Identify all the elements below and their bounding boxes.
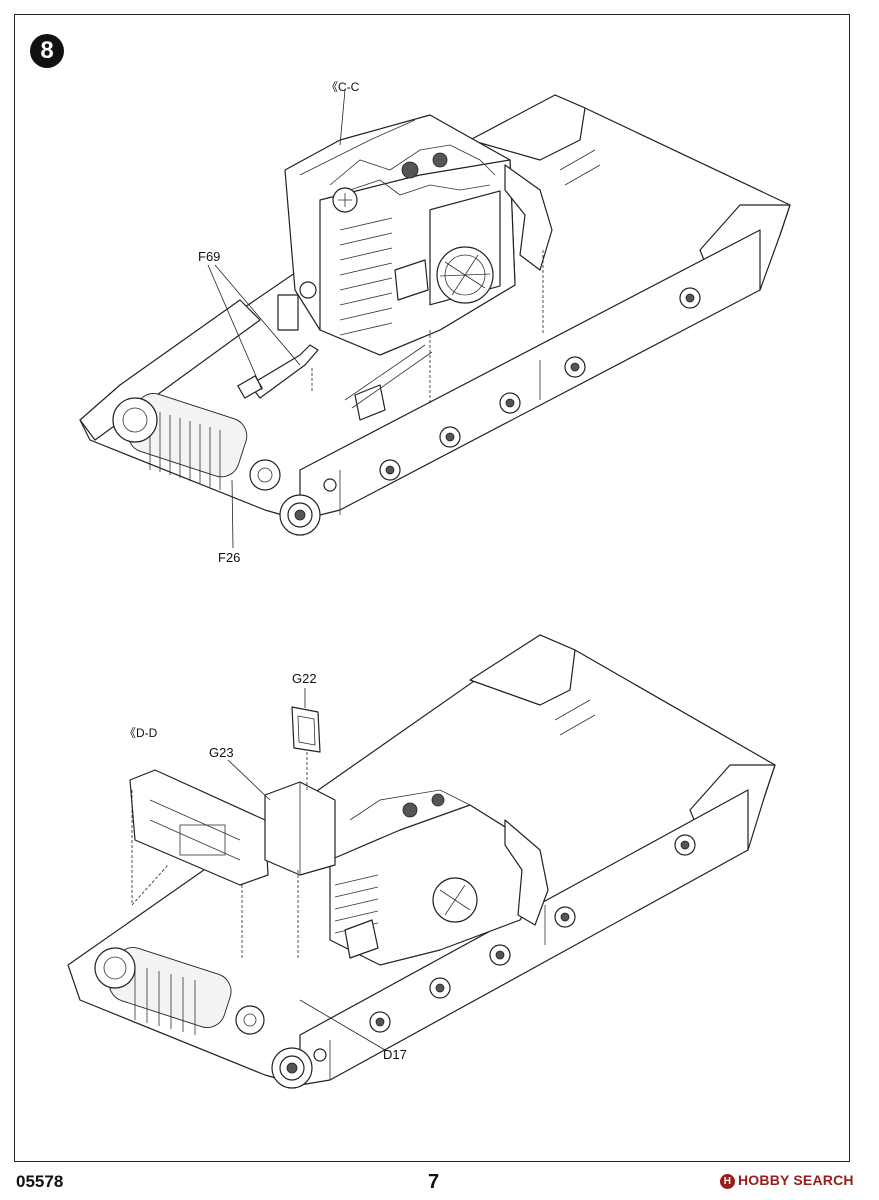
part-label-g22: G22	[292, 671, 317, 686]
part-label-g23: G23	[209, 745, 234, 760]
bottom-hull-assembly	[67, 634, 776, 1089]
part-label-f26: F26	[218, 550, 241, 565]
top-hull-assembly	[79, 89, 791, 549]
part-label-f69: F69	[198, 249, 221, 264]
product-code: 05578	[16, 1172, 64, 1191]
watermark-logo-icon: H	[720, 1174, 735, 1189]
step-number-badge: 8	[30, 34, 64, 68]
view-label-d-d: 《D-D	[124, 726, 158, 740]
page-frame	[14, 14, 850, 1162]
view-label-c-c: 《C-C	[326, 80, 360, 94]
page-number: 7	[428, 1171, 440, 1193]
watermark-text: HOBBY SEARCH	[738, 1172, 854, 1188]
part-label-d17: D17	[383, 1047, 407, 1062]
